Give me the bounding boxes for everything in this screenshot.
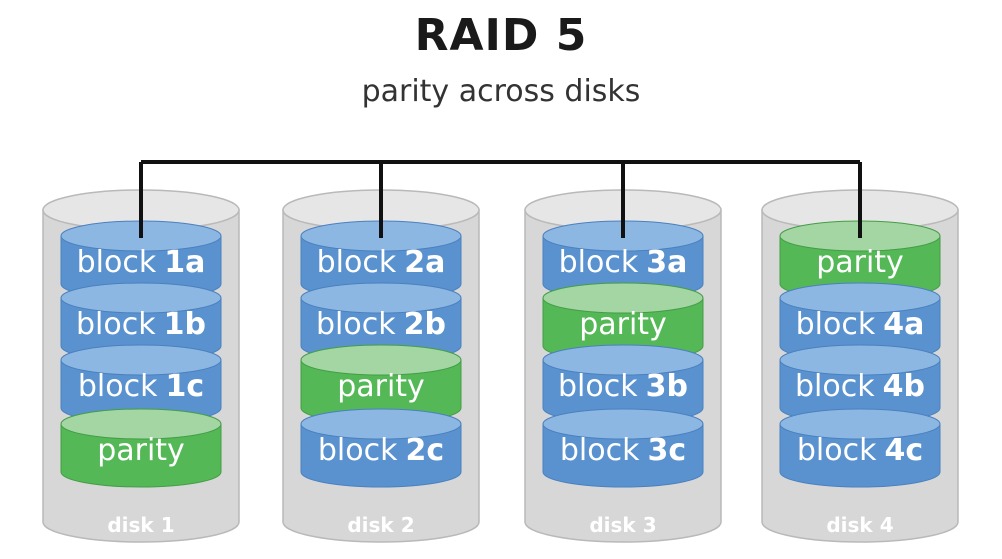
block-id: 1b: [164, 307, 206, 342]
parity-block: parity: [60, 408, 222, 488]
block-id: 2b: [404, 307, 446, 342]
block-top: [60, 344, 222, 376]
block-word: block: [560, 433, 640, 468]
block-id: 1a: [164, 245, 205, 280]
block-top: [60, 408, 222, 440]
diagram-title: RAID 5: [414, 10, 588, 61]
block-id: 2a: [404, 245, 445, 280]
block-word: block: [558, 369, 638, 404]
parity-label: parity: [816, 245, 904, 280]
block-word: block: [318, 433, 398, 468]
block-body: [300, 423, 462, 488]
block-body: [542, 423, 704, 488]
parity-label: parity: [337, 369, 425, 404]
block-top: [542, 344, 704, 376]
disk-label: disk 2: [347, 513, 414, 537]
block-top: [542, 282, 704, 314]
block-top: [300, 408, 462, 440]
block-word: block: [795, 369, 875, 404]
block-word: parity: [816, 245, 904, 280]
block-word: block: [317, 245, 397, 280]
block-id: 4b: [883, 369, 925, 404]
block-word: block: [77, 245, 157, 280]
parity-block: parity: [542, 282, 704, 362]
parity-block: parity: [300, 344, 462, 424]
block-id: 3c: [647, 433, 686, 468]
block-id: 3b: [646, 369, 688, 404]
diagram-subtitle: parity across disks: [361, 74, 641, 109]
block-word: parity: [97, 433, 185, 468]
disk-label: disk 1: [107, 513, 174, 537]
parity-label: parity: [579, 307, 667, 342]
block-word: block: [316, 307, 396, 342]
block-top: [779, 344, 941, 376]
block-word: parity: [579, 307, 667, 342]
block-id: 4c: [884, 433, 923, 468]
block-word: block: [559, 245, 639, 280]
block-body: [779, 423, 941, 488]
disk-label: disk 4: [826, 513, 893, 537]
block-id: 1c: [165, 369, 204, 404]
disk-label: disk 3: [589, 513, 656, 537]
block-word: block: [796, 307, 876, 342]
block-word: block: [76, 307, 156, 342]
block-top: [542, 408, 704, 440]
block-id: 3a: [646, 245, 687, 280]
block-top: [300, 282, 462, 314]
block-top: [300, 344, 462, 376]
block-id: 2c: [405, 433, 444, 468]
block-top: [779, 408, 941, 440]
block-id: 4a: [883, 307, 924, 342]
parity-label: parity: [97, 433, 185, 468]
block-top: [779, 282, 941, 314]
block-body: [60, 423, 222, 488]
block-word: parity: [337, 369, 425, 404]
block-word: block: [797, 433, 877, 468]
block-word: block: [78, 369, 158, 404]
block-top: [60, 282, 222, 314]
